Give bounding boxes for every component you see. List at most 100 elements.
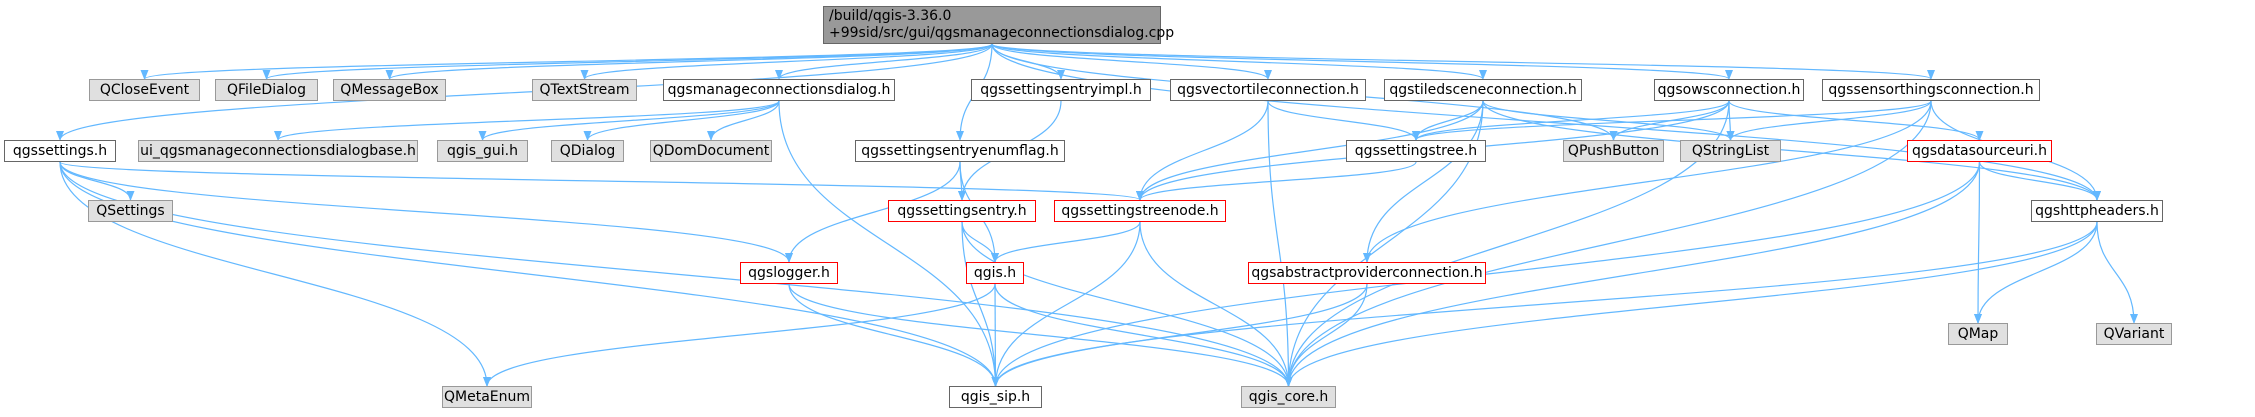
node-qgssettingsentry-h[interactable]: qgssettingsentry.h <box>888 200 1036 222</box>
node-label-line: QPushButton <box>1567 142 1660 159</box>
edge-qgslogger_h-to-qgis_core_h <box>788 283 1293 387</box>
node-qgssettingstree-h[interactable]: qgssettingstree.h <box>1346 140 1486 162</box>
node-qgis-core-h[interactable]: qgis_core.h <box>1241 386 1336 408</box>
edge-qgshttpheaders_h-to-qvariant <box>2096 221 2138 324</box>
node-qgssettings-h[interactable]: qgssettings.h <box>4 140 116 162</box>
node-qcloseevent[interactable]: QCloseEvent <box>89 79 200 101</box>
node-qgis-h[interactable]: qgis.h <box>966 262 1024 284</box>
node-label-line: QVariant <box>2103 325 2165 342</box>
edge-qgsdatasourceuri_h-to-qgis_core_h <box>1284 161 1981 387</box>
node-qgssensorthingsconnection-h[interactable]: qgssensorthingsconnection.h <box>1822 79 2040 101</box>
edge-root-to-qgstiledsceneconnection_h <box>991 43 1487 80</box>
edge-root-to-qtextstream <box>580 43 993 80</box>
node-qmap[interactable]: QMap <box>1948 323 2008 345</box>
node-qgsvectortileconnection-h[interactable]: qgsvectortileconnection.h <box>1170 79 1366 101</box>
node-label-line: +99sid/src/gui/qgsmanageconnectionsdialo… <box>829 25 1175 41</box>
edge-qgssettingstreenode_h-to-qgis_core_h <box>1139 221 1293 387</box>
edge-qgis_h-to-qmetaenum <box>483 283 996 387</box>
edge-root-to-qgsvectortileconnection_h <box>991 43 1272 80</box>
node-root[interactable]: /build/qgis-3.36.0+99sid/src/gui/qgsmana… <box>823 6 1174 44</box>
node-qgshttpheaders-h[interactable]: qgshttpheaders.h <box>2031 200 2163 222</box>
edge-qgssensorthingsconnection_h-to-qstringlist <box>1726 100 1932 141</box>
node-label-line: qgshttpheaders.h <box>2035 202 2159 219</box>
node-qgis-sip-h[interactable]: qgis_sip.h <box>949 386 1042 408</box>
node-qmessagebox[interactable]: QMessageBox <box>333 79 446 101</box>
node-qvariant[interactable]: QVariant <box>2096 323 2172 345</box>
edge-qgsmanageconnectionsdialog_h-to-qgis_gui_h <box>478 100 780 141</box>
node-qgis-gui-h[interactable]: qgis_gui.h <box>437 140 528 162</box>
edge-qgssensorthingsconnection_h-to-qgis_core_h <box>1284 100 1932 387</box>
edge-root-to-qfiledialog <box>262 43 993 80</box>
edge-root-to-qmessagebox <box>385 43 993 80</box>
edge-qgssensorthingsconnection_h-to-qgsabstractproviderconnection_h <box>1363 100 1932 263</box>
node-label-line: QCloseEvent <box>99 81 190 98</box>
node-qdomdocument[interactable]: QDomDocument <box>650 140 772 162</box>
node-label-line: qgis_gui.h <box>447 142 518 159</box>
edge-qgssettings_h-to-qgslogger_h <box>59 161 793 263</box>
node-label-line: qgis_core.h <box>1248 388 1329 405</box>
edge-qgis_h-to-qgis_sip_h <box>991 283 1000 387</box>
edge-root-to-qgssettings_h <box>56 43 993 141</box>
node-qpushbutton[interactable]: QPushButton <box>1563 140 1664 162</box>
node-label-line: qgssettings.h <box>12 142 108 159</box>
node-qgsabstractproviderconnection-h[interactable]: qgsabstractproviderconnection.h <box>1248 262 1486 284</box>
node-qgslogger-h[interactable]: qgslogger.h <box>740 262 838 284</box>
edge-qgssettings_h-to-qgssettingstreenode_h <box>59 161 1144 201</box>
node-label-line: qgssettingstree.h <box>1354 142 1478 159</box>
node-qgsmanageconnectionsdialog-h[interactable]: qgsmanageconnectionsdialog.h <box>663 79 895 101</box>
node-label-line: qgssettingsentryimpl.h <box>980 81 1142 98</box>
edge-qgstiledsceneconnection_h-to-qstringlist <box>1482 100 1735 141</box>
edge-qgslogger_h-to-qgis_sip_h <box>788 283 1000 387</box>
edge-qgsabstractproviderconnection_h-to-qgis_sip_h <box>991 283 1368 387</box>
edge-qgsmanageconnectionsdialog_h-to-qdomdocument <box>707 100 780 141</box>
edge-qgshttpheaders_h-to-qgis_core_h <box>1284 221 2098 387</box>
edge-qgstiledsceneconnection_h-to-qgssettingstreenode_h <box>1136 100 1484 201</box>
edge-qgstiledsceneconnection_h-to-qgsabstractproviderconnection_h <box>1363 100 1484 263</box>
node-qmetaenum[interactable]: QMetaEnum <box>442 386 532 408</box>
node-qgssettingsentryimpl-h[interactable]: qgssettingsentryimpl.h <box>971 79 1151 101</box>
node-label-line: qgsmanageconnectionsdialog.h <box>667 81 891 98</box>
edge-qgis_h-to-qgis_core_h <box>994 283 1293 387</box>
node-label-line: QTextStream <box>539 81 630 98</box>
edge-qgsmanageconnectionsdialog_h-to-ui_dialogbase_h <box>274 100 780 141</box>
edge-qgsvectortileconnection_h-to-qgis_core_h <box>1267 100 1293 387</box>
node-label-line: qgssensorthingsconnection.h <box>1828 81 2034 98</box>
node-label-line: qgstiledsceneconnection.h <box>1389 81 1577 98</box>
node-qtextstream[interactable]: QTextStream <box>532 79 637 101</box>
node-label-line: qgsowsconnection.h <box>1657 81 1801 98</box>
node-qdialog[interactable]: QDialog <box>551 140 624 162</box>
node-label-line: qgssettingstreenode.h <box>1061 202 1219 219</box>
node-label-line: QMessageBox <box>340 81 439 98</box>
node-qgsdatasourceuri-h[interactable]: qgsdatasourceuri.h <box>1907 140 2052 162</box>
node-label-line: QMetaEnum <box>444 388 531 405</box>
node-qgssettingsentryenumflag-h[interactable]: qgssettingsentryenumflag.h <box>855 140 1065 162</box>
node-ui-dialogbase-h[interactable]: ui_qgsmanageconnectionsdialogbase.h <box>138 140 418 162</box>
edge-qgsdatasourceuri_h-to-qgis_sip_h <box>991 161 1981 387</box>
edge-qgshttpheaders_h-to-qmap <box>1974 221 2098 324</box>
node-label-line: QFileDialog <box>226 81 307 98</box>
node-label-line: /build/qgis-3.36.0 <box>829 8 952 24</box>
edge-qgsowsconnection_h-to-qgssettingstree_h <box>1412 100 1730 141</box>
node-qfiledialog[interactable]: QFileDialog <box>215 79 318 101</box>
node-qgssettingstreenode-h[interactable]: qgssettingstreenode.h <box>1054 200 1226 222</box>
edge-root-to-qgsmanageconnectionsdialog_h <box>775 43 993 80</box>
edge-qgsdatasourceuri_h-to-qgshttpheaders_h <box>1978 161 2101 201</box>
node-qstringlist[interactable]: QStringList <box>1680 140 1781 162</box>
node-label-line: QSettings <box>96 202 165 219</box>
edge-qgssettingsentry_h-to-qgis_core_h <box>961 221 1293 387</box>
node-label-line: ui_qgsmanageconnectionsdialogbase.h <box>140 142 416 159</box>
node-label-line: qgis.h <box>973 264 1017 281</box>
node-label-line: qgsabstractproviderconnection.h <box>1251 264 1483 281</box>
node-label-line: qgssettingsentry.h <box>897 202 1027 219</box>
edge-qgsmanageconnectionsdialog_h-to-qgis_sip_h <box>778 100 1000 387</box>
node-qsettings[interactable]: QSettings <box>88 200 173 222</box>
node-qgsowsconnection-h[interactable]: qgsowsconnection.h <box>1654 79 1804 101</box>
edge-qgssettingstree_h-to-qgssettingstreenode_h <box>1136 161 1417 201</box>
edge-qgssettingsentry_h-to-qgis_sip_h <box>961 221 1000 387</box>
edge-qgssensorthingsconnection_h-to-qgssettingstree_h <box>1412 100 1932 141</box>
node-qgstiledsceneconnection-h[interactable]: qgstiledsceneconnection.h <box>1384 79 1582 101</box>
edge-qgsdatasourceuri_h-to-qmap <box>1974 161 1983 324</box>
edge-qgssettingsentryenumflag_h-to-qgslogger_h <box>785 161 961 263</box>
